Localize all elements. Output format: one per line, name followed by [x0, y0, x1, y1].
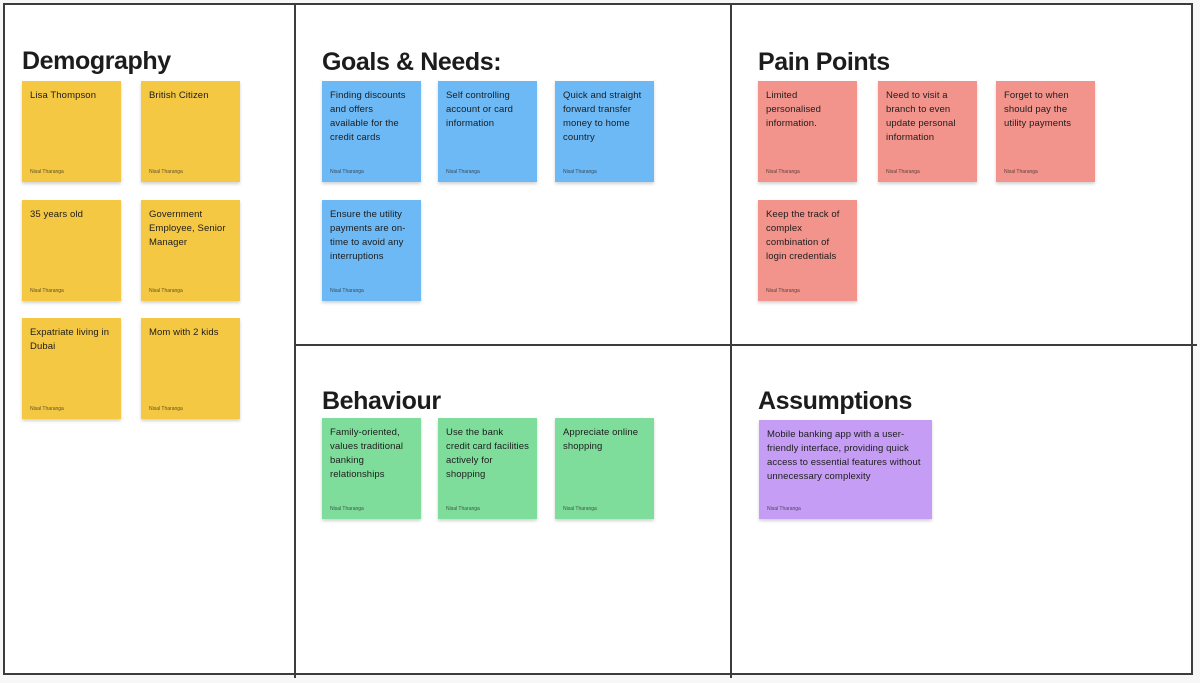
- note-author: Nisal Tharanga: [330, 288, 364, 294]
- note-text: Keep the track of complex combination of…: [766, 209, 840, 262]
- sticky-note-goals-2[interactable]: Self controlling account or card informa…: [438, 81, 537, 182]
- note-author: Nisal Tharanga: [30, 169, 64, 175]
- note-text: British Citizen: [149, 90, 209, 101]
- note-text: Mom with 2 kids: [149, 327, 219, 338]
- note-text: Government Employee, Senior Manager: [149, 209, 226, 248]
- section-title-behaviour: Behaviour: [322, 386, 441, 415]
- note-author: Nisal Tharanga: [446, 169, 480, 175]
- sticky-note-pain-3[interactable]: Forget to when should pay the utility pa…: [996, 81, 1095, 182]
- note-text: Use the bank credit card facilities acti…: [446, 427, 529, 480]
- section-title-demography: Demography: [22, 46, 171, 75]
- note-author: Nisal Tharanga: [30, 288, 64, 294]
- sticky-note-demography-1[interactable]: Lisa Thompson Nisal Tharanga: [22, 81, 121, 182]
- panel-divider-horizontal: [296, 344, 1197, 346]
- note-author: Nisal Tharanga: [1004, 169, 1038, 175]
- section-title-goals-needs: Goals & Needs:: [322, 47, 502, 76]
- sticky-note-demography-4[interactable]: Government Employee, Senior Manager Nisa…: [141, 200, 240, 301]
- note-author: Nisal Tharanga: [149, 288, 183, 294]
- note-author: Nisal Tharanga: [330, 169, 364, 175]
- sticky-note-demography-5[interactable]: Expatriate living in Dubai Nisal Tharang…: [22, 318, 121, 419]
- sticky-note-demography-6[interactable]: Mom with 2 kids Nisal Tharanga: [141, 318, 240, 419]
- sticky-note-pain-1[interactable]: Limited personalised information. Nisal …: [758, 81, 857, 182]
- note-author: Nisal Tharanga: [766, 169, 800, 175]
- note-author: Nisal Tharanga: [446, 506, 480, 512]
- note-author: Nisal Tharanga: [767, 506, 801, 512]
- sticky-note-pain-2[interactable]: Need to visit a branch to even update pe…: [878, 81, 977, 182]
- note-author: Nisal Tharanga: [563, 506, 597, 512]
- note-author: Nisal Tharanga: [766, 288, 800, 294]
- note-author: Nisal Tharanga: [30, 406, 64, 412]
- sticky-note-demography-3[interactable]: 35 years old Nisal Tharanga: [22, 200, 121, 301]
- note-author: Nisal Tharanga: [149, 169, 183, 175]
- note-text: Mobile banking app with a user-friendly …: [767, 429, 921, 482]
- note-author: Nisal Tharanga: [330, 506, 364, 512]
- sticky-note-goals-4[interactable]: Ensure the utility payments are on-time …: [322, 200, 421, 301]
- section-title-assumptions: Assumptions: [758, 386, 912, 415]
- panel-divider-vertical-left: [294, 4, 296, 678]
- note-author: Nisal Tharanga: [563, 169, 597, 175]
- note-text: Self controlling account or card informa…: [446, 90, 513, 129]
- sticky-note-goals-3[interactable]: Quick and straight forward transfer mone…: [555, 81, 654, 182]
- note-text: Appreciate online shopping: [563, 427, 639, 452]
- note-text: Lisa Thompson: [30, 90, 97, 101]
- note-text: Expatriate living in Dubai: [30, 327, 110, 352]
- panel-divider-vertical-right: [730, 4, 732, 678]
- note-text: 35 years old: [30, 209, 83, 220]
- note-author: Nisal Tharanga: [886, 169, 920, 175]
- section-title-pain-points: Pain Points: [758, 47, 890, 76]
- note-text: Limited personalised information.: [766, 90, 822, 129]
- sticky-note-behaviour-3[interactable]: Appreciate online shopping Nisal Tharang…: [555, 418, 654, 519]
- sticky-note-goals-1[interactable]: Finding discounts and offers available f…: [322, 81, 421, 182]
- note-text: Quick and straight forward transfer mone…: [563, 90, 642, 143]
- note-text: Forget to when should pay the utility pa…: [1004, 90, 1072, 129]
- note-text: Family-oriented, values traditional bank…: [330, 427, 404, 480]
- sticky-note-demography-2[interactable]: British Citizen Nisal Tharanga: [141, 81, 240, 182]
- sticky-note-pain-4[interactable]: Keep the track of complex combination of…: [758, 200, 857, 301]
- sticky-note-assumptions-1[interactable]: Mobile banking app with a user-friendly …: [759, 420, 932, 519]
- note-text: Need to visit a branch to even update pe…: [886, 90, 956, 143]
- sticky-note-behaviour-2[interactable]: Use the bank credit card facilities acti…: [438, 418, 537, 519]
- note-author: Nisal Tharanga: [149, 406, 183, 412]
- note-text: Ensure the utility payments are on-time …: [330, 209, 406, 262]
- note-text: Finding discounts and offers available f…: [330, 90, 406, 143]
- sticky-note-behaviour-1[interactable]: Family-oriented, values traditional bank…: [322, 418, 421, 519]
